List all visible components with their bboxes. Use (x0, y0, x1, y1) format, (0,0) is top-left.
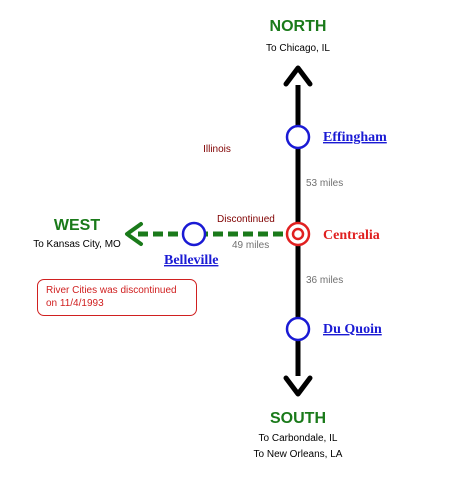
south-arrow-icon (283, 375, 313, 397)
effingham-station-marker[interactable] (285, 124, 311, 150)
centralia-station-label: Centralia (323, 228, 380, 243)
north-arrow-icon (283, 65, 313, 87)
current-station-dot-icon (291, 227, 305, 241)
du-quoin-station-marker[interactable] (285, 316, 311, 342)
belleville-station-link[interactable]: Belleville (164, 253, 218, 268)
west-label: WEST (54, 217, 100, 234)
distance-centralia-du-quoin: 36 miles (306, 275, 343, 286)
south-destination-1: To Carbondale, IL (259, 433, 338, 444)
du-quoin-station-link[interactable]: Du Quoin (323, 322, 382, 337)
discontinued-note: River Cities was discontinued on 11/4/19… (37, 279, 197, 316)
distance-centralia-belleville: 49 miles (232, 240, 269, 251)
west-arrow-icon (125, 222, 143, 246)
south-destination-2: To New Orleans, LA (254, 449, 343, 460)
south-label: SOUTH (270, 410, 326, 427)
discontinued-label: Discontinued (217, 214, 275, 225)
effingham-station-link[interactable]: Effingham (323, 130, 387, 145)
region-label: Illinois (203, 144, 231, 155)
north-label: NORTH (270, 18, 327, 35)
west-destination: To Kansas City, MO (33, 239, 121, 250)
belleville-station-marker[interactable] (181, 221, 207, 247)
distance-effingham-centralia: 53 miles (306, 178, 343, 189)
north-destination: To Chicago, IL (266, 43, 330, 54)
